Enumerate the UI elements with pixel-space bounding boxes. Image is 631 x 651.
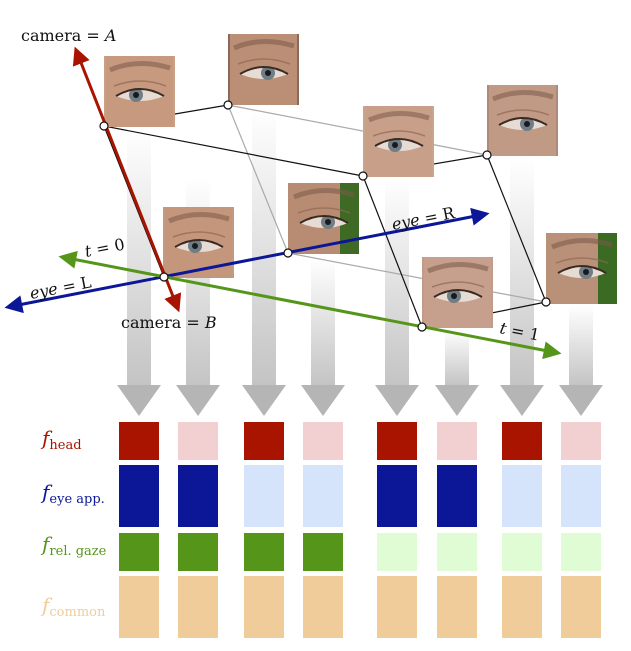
eye-image-4 [487, 85, 558, 156]
feature-block [119, 465, 159, 527]
down-arrow [435, 330, 479, 416]
feature-block [119, 422, 159, 460]
feature-block [377, 422, 417, 460]
feature-block [119, 533, 159, 571]
feature-block [437, 422, 477, 460]
feature-block [303, 533, 343, 571]
down-arrow [559, 305, 603, 416]
eye-image-8 [546, 233, 617, 304]
feature-block [178, 465, 218, 527]
feature-block [437, 465, 477, 527]
eye-image-7 [422, 257, 493, 328]
feature-block [244, 533, 284, 571]
t-axis [58, 250, 562, 360]
feature-block [303, 465, 343, 527]
feature-block [437, 533, 477, 571]
eye-image-2 [228, 34, 299, 105]
feature-block [502, 576, 542, 638]
eye-image-1 [104, 56, 175, 127]
feature-label: fcommon [40, 593, 106, 620]
feature-block [377, 576, 417, 638]
camera-a-label: camera = A [21, 26, 116, 45]
down-arrow [500, 158, 544, 416]
feature-row-rel-gaze: frel. gaze [40, 532, 601, 571]
feature-block [561, 533, 601, 571]
feature-block [561, 422, 601, 460]
eye-image-3 [363, 106, 434, 177]
cube-vertices [99, 100, 551, 332]
feature-rows: fhead feye app. frel. gaze fcommon [40, 422, 601, 638]
feature-block [437, 576, 477, 638]
feature-block [244, 576, 284, 638]
feature-block [303, 422, 343, 460]
feature-label: fhead [40, 426, 82, 453]
feature-block [119, 576, 159, 638]
feature-block [303, 576, 343, 638]
feature-block [561, 465, 601, 527]
feature-block [178, 576, 218, 638]
feature-block [502, 422, 542, 460]
camera-b-label: camera = B [121, 313, 217, 332]
feature-label: feye app. [40, 480, 105, 507]
feature-label: frel. gaze [40, 532, 107, 559]
eye-images [104, 34, 617, 328]
feature-row-head: fhead [40, 422, 601, 460]
feature-block [377, 465, 417, 527]
feature-block [178, 533, 218, 571]
feature-block [244, 465, 284, 527]
feature-block [561, 576, 601, 638]
feature-row-eye-app: feye app. [40, 465, 601, 527]
t1-label: t = 1 [498, 318, 541, 344]
feature-block [178, 422, 218, 460]
eye-image-5 [163, 207, 234, 278]
feature-block [377, 533, 417, 571]
feature-row-common: fcommon [40, 576, 601, 638]
feature-block [244, 422, 284, 460]
eye-l-label: eye = L [28, 272, 93, 303]
down-arrow [301, 258, 345, 416]
eye-image-6 [288, 183, 359, 254]
feature-block [502, 465, 542, 527]
t0-label: t = 0 [83, 235, 126, 261]
feature-block [502, 533, 542, 571]
